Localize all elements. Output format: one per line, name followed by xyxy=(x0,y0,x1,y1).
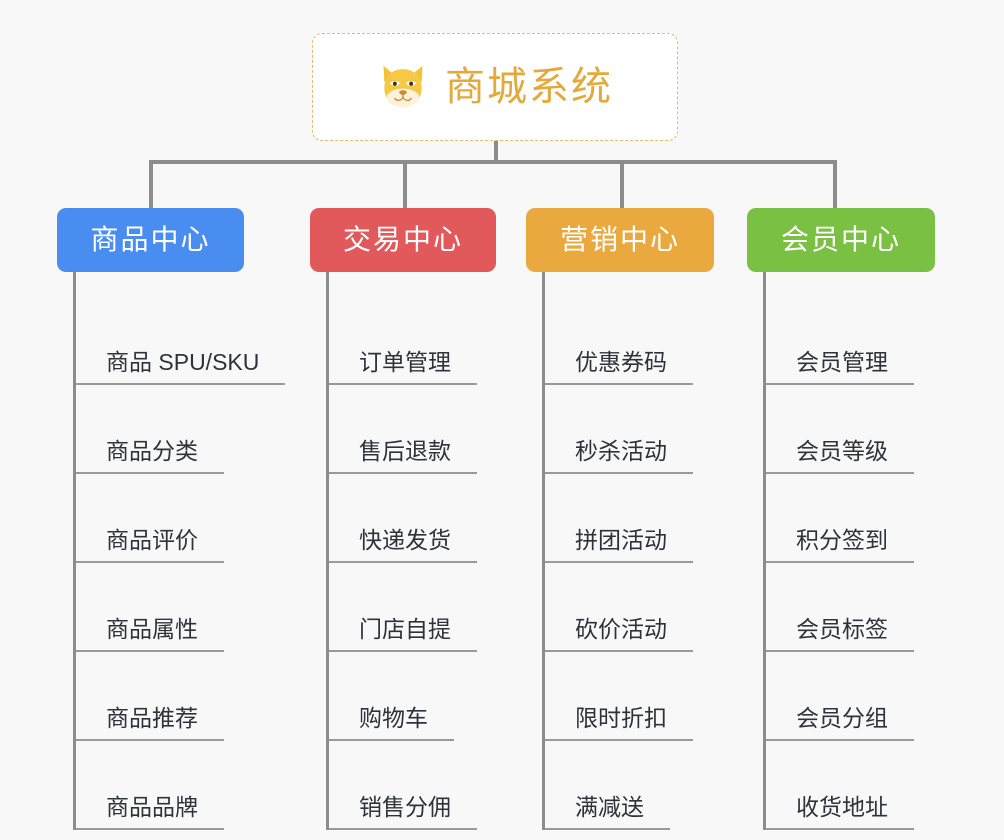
branch-items-marketing: 优惠券码 秒杀活动 拼团活动 砍价活动 限时折扣 满减送 xyxy=(542,272,714,830)
list-item[interactable]: 快递发货 xyxy=(329,474,496,563)
list-item-label: 商品分类 xyxy=(76,438,224,474)
list-item-label: 商品品牌 xyxy=(76,794,224,830)
list-item-label: 拼团活动 xyxy=(545,527,693,563)
list-item[interactable]: 优惠券码 xyxy=(545,296,714,385)
list-item-label: 会员标签 xyxy=(766,616,914,652)
list-item-label: 商品属性 xyxy=(76,616,224,652)
connector-drop-branch-1 xyxy=(149,160,153,210)
branch-items-product: 商品 SPU/SKU 商品分类 商品评价 商品属性 商品推荐 商品品牌 xyxy=(73,272,286,830)
list-item-label: 订单管理 xyxy=(329,349,477,385)
branch-column-trade: 交易中心 订单管理 售后退款 快递发货 门店自提 购物车 销售分佣 xyxy=(310,208,496,830)
branch-column-marketing: 营销中心 优惠券码 秒杀活动 拼团活动 砍价活动 限时折扣 满减送 xyxy=(526,208,714,830)
connector-drop-branch-4 xyxy=(833,160,837,210)
list-item[interactable]: 会员标签 xyxy=(766,563,935,652)
branch-header-trade[interactable]: 交易中心 xyxy=(310,208,496,272)
list-item-label: 商品 SPU/SKU xyxy=(76,349,286,385)
branch-header-label: 会员中心 xyxy=(780,224,901,255)
list-item[interactable]: 会员分组 xyxy=(766,652,935,741)
list-item-label: 秒杀活动 xyxy=(545,438,693,474)
list-item-label: 会员分组 xyxy=(766,705,914,741)
list-item-label: 门店自提 xyxy=(329,616,477,652)
list-item[interactable]: 商品属性 xyxy=(76,563,285,652)
list-item-label: 销售分佣 xyxy=(329,794,477,830)
branch-column-member: 会员中心 会员管理 会员等级 积分签到 会员标签 会员分组 收货地址 xyxy=(747,208,935,830)
list-item-label: 售后退款 xyxy=(329,438,477,474)
list-item[interactable]: 销售分佣 xyxy=(329,741,496,830)
list-item-label: 会员管理 xyxy=(766,349,914,385)
list-item[interactable]: 商品评价 xyxy=(76,474,285,563)
list-item[interactable]: 售后退款 xyxy=(329,385,496,474)
connector-drop-branch-3 xyxy=(620,160,624,210)
branch-items-trade: 订单管理 售后退款 快递发货 门店自提 购物车 销售分佣 xyxy=(326,272,496,830)
branch-items-member: 会员管理 会员等级 积分签到 会员标签 会员分组 收货地址 xyxy=(763,272,935,830)
branch-column-product: 商品中心 商品 SPU/SKU 商品分类 商品评价 商品属性 商品推荐 商品品牌 xyxy=(57,208,286,830)
list-item[interactable]: 订单管理 xyxy=(329,296,496,385)
list-item[interactable]: 积分签到 xyxy=(766,474,935,563)
list-item[interactable]: 商品推荐 xyxy=(76,652,285,741)
list-item-label: 商品评价 xyxy=(76,527,224,563)
list-item[interactable]: 商品品牌 xyxy=(76,741,285,830)
branch-header-label: 商品中心 xyxy=(90,224,211,255)
list-item[interactable]: 收货地址 xyxy=(766,741,935,830)
list-item[interactable]: 会员管理 xyxy=(766,296,935,385)
list-item-label: 收货地址 xyxy=(766,794,914,830)
list-item-label: 商品推荐 xyxy=(76,705,224,741)
connector-root-stem xyxy=(494,141,498,163)
root-node[interactable]: 商城系统 xyxy=(312,33,678,141)
list-item[interactable]: 限时折扣 xyxy=(545,652,714,741)
list-item[interactable]: 拼团活动 xyxy=(545,474,714,563)
list-item-label: 砍价活动 xyxy=(545,616,693,652)
list-item-label: 会员等级 xyxy=(766,438,914,474)
list-item[interactable]: 秒杀活动 xyxy=(545,385,714,474)
list-item[interactable]: 会员等级 xyxy=(766,385,935,474)
branch-header-product[interactable]: 商品中心 xyxy=(57,208,244,272)
list-item-label: 快递发货 xyxy=(329,527,477,563)
list-item[interactable]: 商品 SPU/SKU xyxy=(76,296,286,385)
list-item-label: 限时折扣 xyxy=(545,705,693,741)
connector-drop-branch-2 xyxy=(403,160,407,210)
list-item-label: 优惠券码 xyxy=(545,349,693,385)
list-item[interactable]: 砍价活动 xyxy=(545,563,714,652)
list-item[interactable]: 商品分类 xyxy=(76,385,285,474)
list-item-label: 积分签到 xyxy=(766,527,914,563)
branch-header-label: 交易中心 xyxy=(342,224,463,255)
list-item-label: 购物车 xyxy=(329,705,454,741)
branch-header-label: 营销中心 xyxy=(559,224,680,255)
connector-horizontal-bus xyxy=(149,160,837,164)
list-item[interactable]: 满减送 xyxy=(545,741,714,830)
list-item[interactable]: 购物车 xyxy=(329,652,496,741)
root-title: 商城系统 xyxy=(445,65,613,109)
list-item-label: 满减送 xyxy=(545,794,670,830)
branch-header-member[interactable]: 会员中心 xyxy=(747,208,935,272)
list-item[interactable]: 门店自提 xyxy=(329,563,496,652)
branch-header-marketing[interactable]: 营销中心 xyxy=(526,208,714,272)
shiba-dog-icon xyxy=(383,65,423,108)
